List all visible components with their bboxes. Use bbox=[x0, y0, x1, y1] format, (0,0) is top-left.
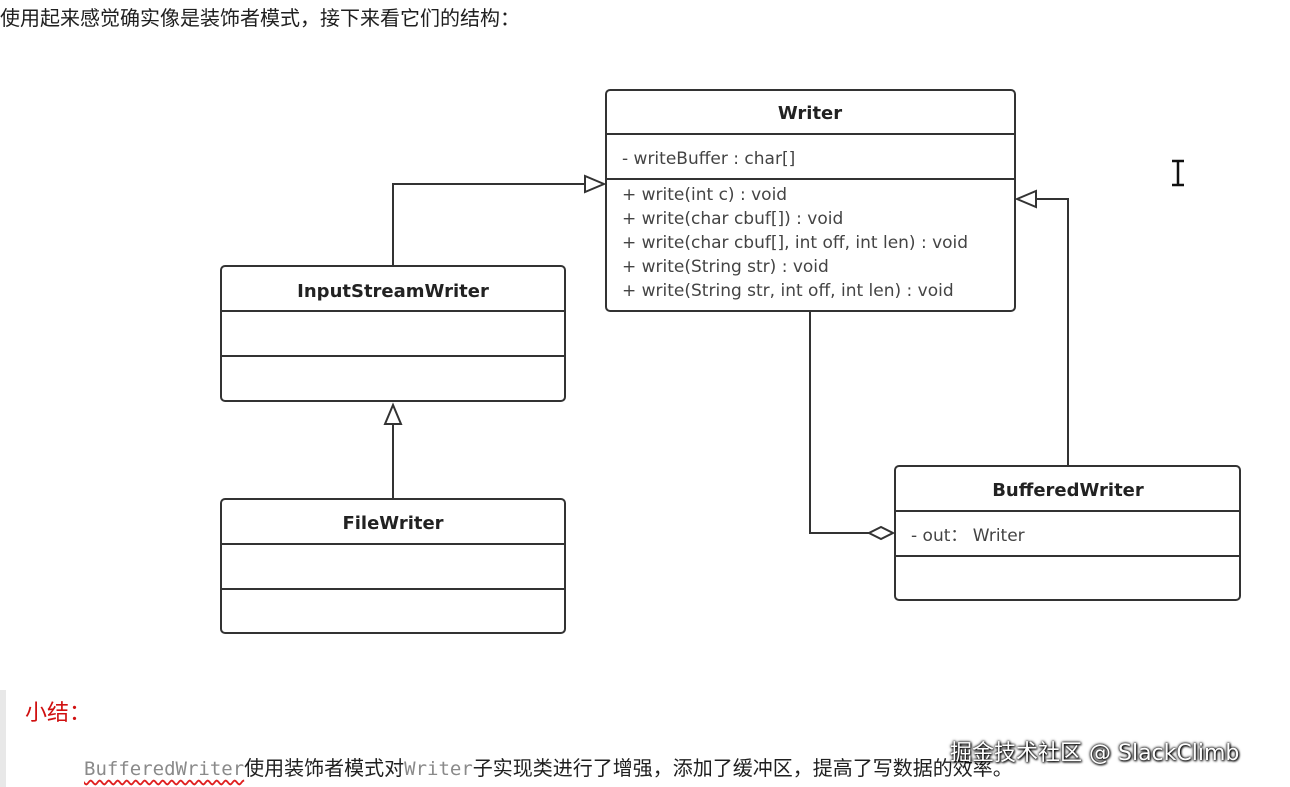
class-writer-method: + write(char cbuf[]) : void bbox=[622, 209, 843, 229]
generalization-arrowhead bbox=[383, 402, 403, 425]
summary-heading: 小结： bbox=[25, 701, 92, 726]
edge-aggregation-line bbox=[809, 311, 870, 534]
class-writer-method: + write(String str) : void bbox=[622, 257, 829, 277]
class-writer: Writer - writeBuffer : char[] + write(in… bbox=[605, 89, 1016, 312]
edge-inputstreamwriter-to-writer bbox=[392, 174, 607, 266]
edge-bufferedwriter-to-writer-line bbox=[1036, 198, 1069, 466]
class-writer-method: + write(int c) : void bbox=[622, 185, 787, 205]
class-file-writer: FileWriter bbox=[220, 498, 566, 634]
generalization-arrowhead bbox=[584, 174, 607, 194]
aggregation-diamond bbox=[866, 525, 896, 541]
code-writer: Writer bbox=[404, 758, 473, 780]
watermark: 掘金技术社区 @ SlackClimb bbox=[950, 741, 1240, 766]
class-buffered-writer-attribute: - out： Writer bbox=[911, 526, 1025, 546]
summary-text-part-2: 子实现类进行了增强，添加了缓冲区，提高了写数据的效率。 bbox=[472, 756, 1013, 780]
summary-quote-bar bbox=[0, 690, 6, 787]
class-file-writer-name: FileWriter bbox=[342, 513, 443, 534]
edge-filewriter-to-inputstreamwriter bbox=[383, 402, 403, 499]
class-writer-name: Writer bbox=[778, 103, 842, 124]
uml-class-diagram: Writer - writeBuffer : char[] + write(in… bbox=[220, 89, 1241, 634]
summary-text: BufferedWriter使用装饰者模式对Writer子实现类进行了增强，添加… bbox=[84, 752, 1013, 781]
edge-bufferedwriter-to-writer bbox=[1014, 189, 1069, 466]
intro-text: 使用起来感觉确实像是装饰者模式，接下来看它们的结构： bbox=[0, 6, 520, 30]
class-input-stream-writer: InputStreamWriter bbox=[220, 265, 566, 402]
summary-text-part-1: 使用装饰者模式对 bbox=[244, 756, 405, 780]
code-buffered-writer: BufferedWriter bbox=[84, 758, 245, 780]
edge-inputstreamwriter-to-writer-line bbox=[392, 183, 585, 266]
text-cursor-icon bbox=[1172, 159, 1184, 187]
class-buffered-writer-name: BufferedWriter bbox=[992, 480, 1144, 501]
class-writer-attribute: - writeBuffer : char[] bbox=[622, 149, 795, 169]
class-input-stream-writer-name: InputStreamWriter bbox=[297, 281, 489, 302]
class-writer-method: + write(char cbuf[], int off, int len) :… bbox=[622, 233, 968, 253]
class-buffered-writer: BufferedWriter - out： Writer bbox=[894, 465, 1241, 601]
edge-aggregation-writer-bufferedwriter bbox=[809, 311, 896, 541]
class-writer-method: + write(String str, int off, int len) : … bbox=[622, 281, 954, 301]
generalization-arrowhead bbox=[1014, 189, 1037, 209]
